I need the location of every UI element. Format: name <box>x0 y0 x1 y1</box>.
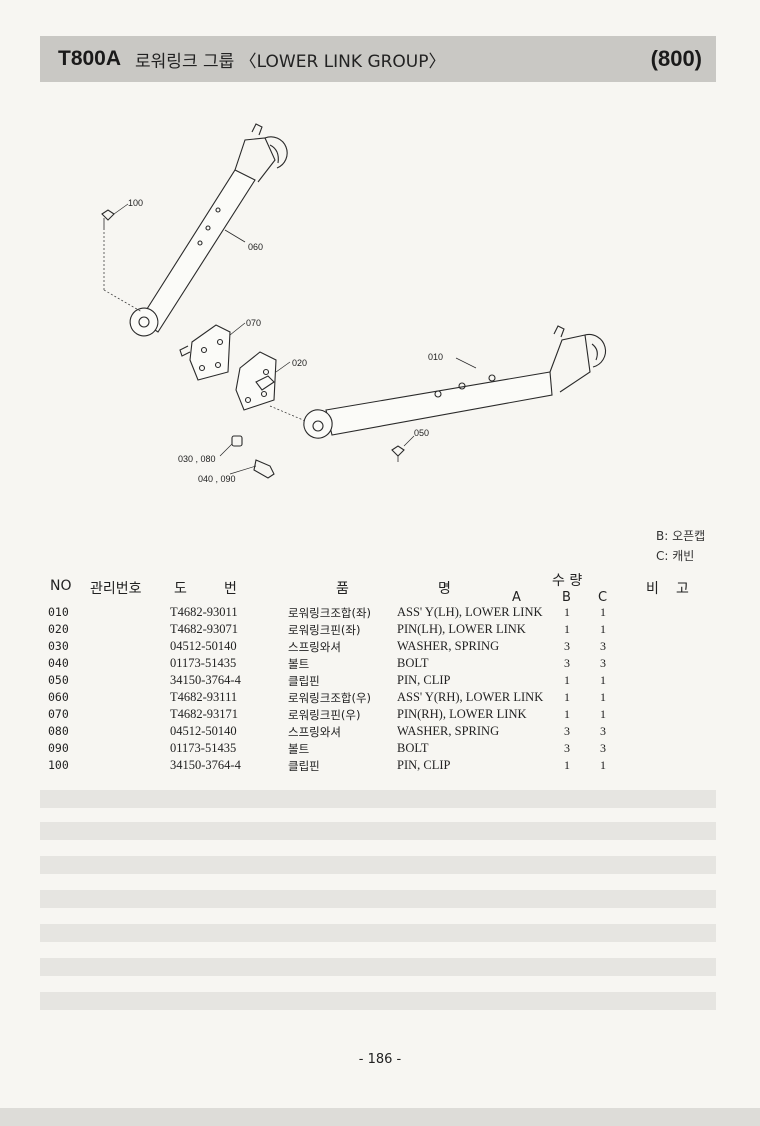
header-qty-c: C <box>598 590 608 605</box>
legend-open-cap: B: 오픈캡 <box>656 529 706 543</box>
pin-plate-070-drawing <box>179 322 246 381</box>
washer-bolt-drawing <box>219 435 275 479</box>
header-qty: 수 량 <box>552 573 583 589</box>
header-name-2: 명 <box>438 581 451 597</box>
lower-link-rh-drawing <box>129 123 288 337</box>
header-part-no-1: 도 <box>174 581 187 597</box>
callout-020: 020 <box>292 358 307 368</box>
callout-040-090: 040 , 090 <box>198 474 236 484</box>
callout-030-080: 030 , 080 <box>178 454 216 464</box>
empty-row-band <box>40 992 716 1010</box>
header-remarks-2: 고 <box>676 581 689 597</box>
lower-link-lh-drawing <box>303 325 607 439</box>
empty-row-band <box>40 890 716 908</box>
empty-row-band <box>40 822 716 840</box>
legend-cabin: C: 캐빈 <box>656 549 695 563</box>
header-mgmt-no: 관리번호 <box>90 581 142 597</box>
empty-row-band <box>40 856 716 874</box>
header-remarks-1: 비 <box>646 581 659 597</box>
empty-row-band <box>40 958 716 976</box>
model-code: T800A <box>58 47 122 70</box>
header-no: NO <box>50 578 72 594</box>
pin-plate-020-drawing <box>235 351 323 429</box>
clip-pin-050-drawing <box>391 435 415 462</box>
header-part-no-2: 번 <box>224 581 237 597</box>
callout-050: 050 <box>414 428 429 438</box>
scan-edge-band <box>0 1108 760 1126</box>
page-header: T800A 로워링크 그룹 〈LOWER LINK GROUP〉 (800) <box>40 36 716 82</box>
callout-060: 060 <box>248 242 263 252</box>
clip-pin-100-drawing <box>101 203 143 313</box>
callout-070: 070 <box>246 318 261 328</box>
group-title: 로워링크 그룹 〈LOWER LINK GROUP〉 <box>135 51 446 72</box>
empty-row-band <box>40 924 716 942</box>
table-header: NO 관리번호 도 번 품 명 수 량 A B C 비 고 <box>44 568 716 605</box>
group-code: (800) <box>650 46 702 71</box>
header-name-1: 품 <box>336 581 349 597</box>
exploded-parts-diagram: 100 060 070 020 010 050 030 , 080 040 , … <box>101 123 607 484</box>
header-qty-a: A <box>512 590 521 605</box>
page-number: - 186 - <box>358 1052 402 1067</box>
callout-100: 100 <box>128 198 143 208</box>
callout-010: 010 <box>428 352 443 362</box>
header-qty-b: B <box>562 590 571 605</box>
variant-legend: B: 오픈캡 C: 캐빈 <box>656 526 705 566</box>
empty-row-band <box>40 790 716 808</box>
